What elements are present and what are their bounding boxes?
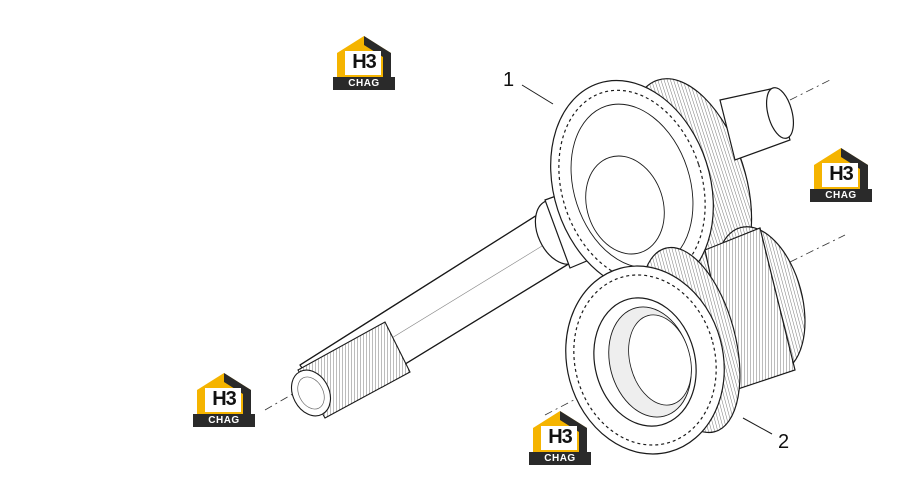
watermark-logo: H3 CHAG [810,145,872,203]
watermark-top-text: H3 [829,163,854,185]
watermark-bottom-text: CHAG [825,190,857,201]
lower-gear [565,246,741,455]
leader-line-2 [742,417,773,435]
leader-line-1 [521,84,554,105]
watermark-top-text: H3 [352,51,377,73]
watermark-bottom-text: CHAG [348,78,380,89]
watermark-bottom-text: CHAG [208,415,240,426]
splined-shaft-end [290,321,411,419]
upper-gear [550,78,753,293]
watermark-bottom-text: CHAG [544,453,576,464]
watermark-top-text: H3 [548,426,573,448]
watermark-logo: H3 CHAG [193,370,255,428]
callout-label-2: 2 [778,431,790,453]
upper-shaft-stub [719,87,795,161]
watermark-top-text: H3 [212,388,237,410]
watermark-logo: H3 CHAG [333,33,395,91]
callout-label-1: 1 [503,69,515,91]
watermark-logo: H3 CHAG [529,408,591,466]
